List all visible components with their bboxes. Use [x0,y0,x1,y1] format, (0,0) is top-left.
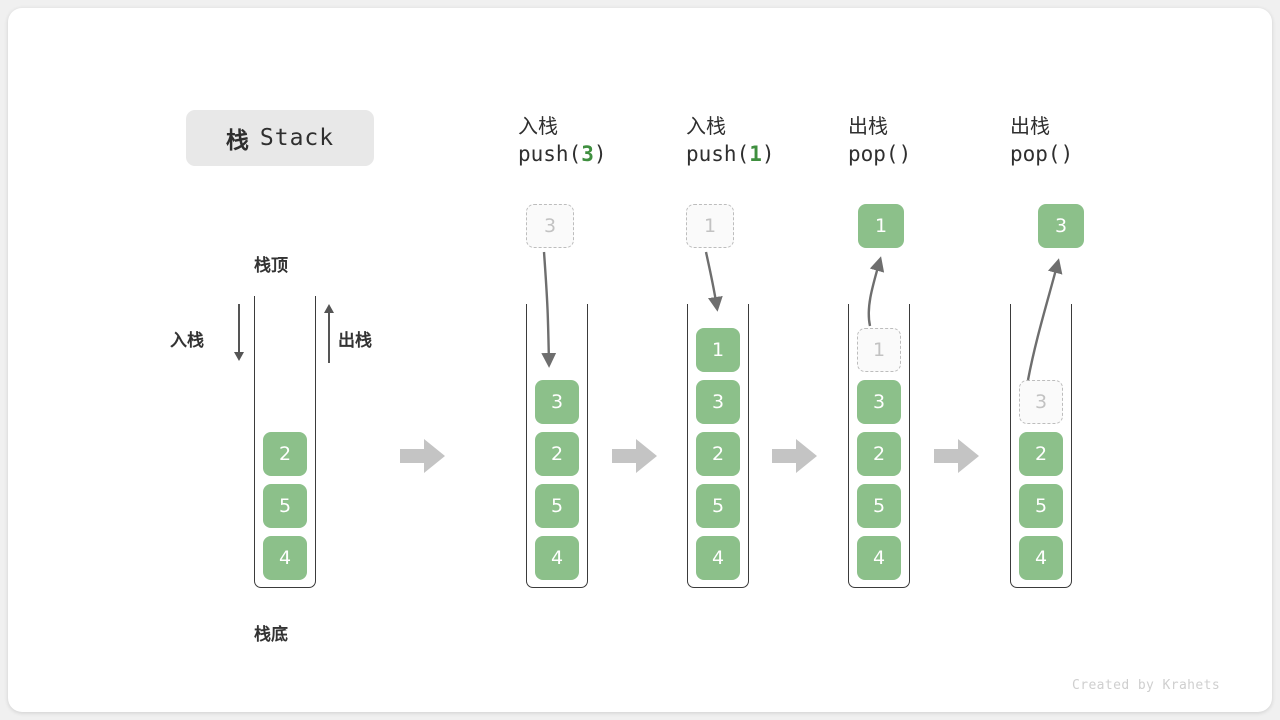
column-header-title: 出栈 [848,114,888,138]
push-1-motion-arrow [704,251,723,312]
attribution-footer: Created by Krahets [1072,678,1221,693]
column-header-title: 入栈 [518,114,558,138]
step-arrow-2-icon [612,439,657,473]
column-header-title: 出栈 [1010,114,1050,138]
push-arrow-head-icon [234,352,244,361]
popped-element-chip: 1 [858,204,904,248]
column-header-push-1: 入栈 push(1) [686,113,775,169]
stack-cell: 3 [857,380,901,424]
pop-arrow-head-icon [324,304,334,313]
stack-cell: 4 [696,536,740,580]
stack-cell: 4 [535,536,579,580]
stack-cell: 2 [696,432,740,476]
diagram-card: 栈 Stack 栈顶 栈底 入栈 出栈 2 5 4 入栈 push(3) 3 3… [8,8,1272,712]
column-header-pop-1: 出栈 pop() [848,113,911,169]
stack-cell: 5 [1019,484,1063,528]
stack-vessel [254,296,316,588]
pop-direction-label: 出栈 [338,331,372,351]
stack-cell: 2 [1019,432,1063,476]
stack-cell: 3 [535,380,579,424]
incoming-ghost-cell: 1 [686,204,734,248]
stack-cell: 2 [857,432,901,476]
push-arrow-shaft [238,304,240,354]
column-header-code: push(1) [686,142,775,166]
stack-cell: 4 [263,536,307,580]
column-header-code: push(3) [518,142,607,166]
push-direction-label: 入栈 [170,331,204,351]
removed-ghost-cell: 3 [1019,380,1063,424]
stack-cell: 4 [857,536,901,580]
column-header-title: 入栈 [686,114,726,138]
stack-top-label: 栈顶 [254,256,288,276]
pop-arrow-shaft [328,313,330,363]
column-header-code: pop() [1010,142,1074,166]
stack-cell: 5 [263,484,307,528]
popped-element-chip: 3 [1038,204,1084,248]
stack-cell: 3 [696,380,740,424]
step-arrow-1-icon [400,439,445,473]
step-arrow-4-icon [934,439,979,473]
stack-vessel [687,304,749,588]
stack-vessel [1010,304,1072,588]
column-header-push-3: 入栈 push(3) [518,113,607,169]
title-english: Stack [259,125,335,151]
stack-cell: 5 [696,484,740,528]
title-chinese: 栈 [225,128,250,154]
stack-cell: 4 [1019,536,1063,580]
stack-vessel [848,304,910,588]
stack-cell: 1 [696,328,740,372]
removed-ghost-cell: 1 [857,328,901,372]
incoming-ghost-cell: 3 [526,204,574,248]
step-arrow-3-icon [772,439,817,473]
stack-cell: 5 [535,484,579,528]
diagram-stage: 栈 Stack 栈顶 栈底 入栈 出栈 2 5 4 入栈 push(3) 3 3… [8,8,1272,712]
column-header-code: pop() [848,142,912,166]
stack-vessel [526,304,588,588]
stack-cell: 2 [535,432,579,476]
stack-bottom-label: 栈底 [254,625,288,645]
stack-cell: 2 [263,432,307,476]
stack-cell: 5 [857,484,901,528]
diagram-title-chip: 栈 Stack [186,110,374,166]
column-header-pop-2: 出栈 pop() [1010,113,1073,169]
